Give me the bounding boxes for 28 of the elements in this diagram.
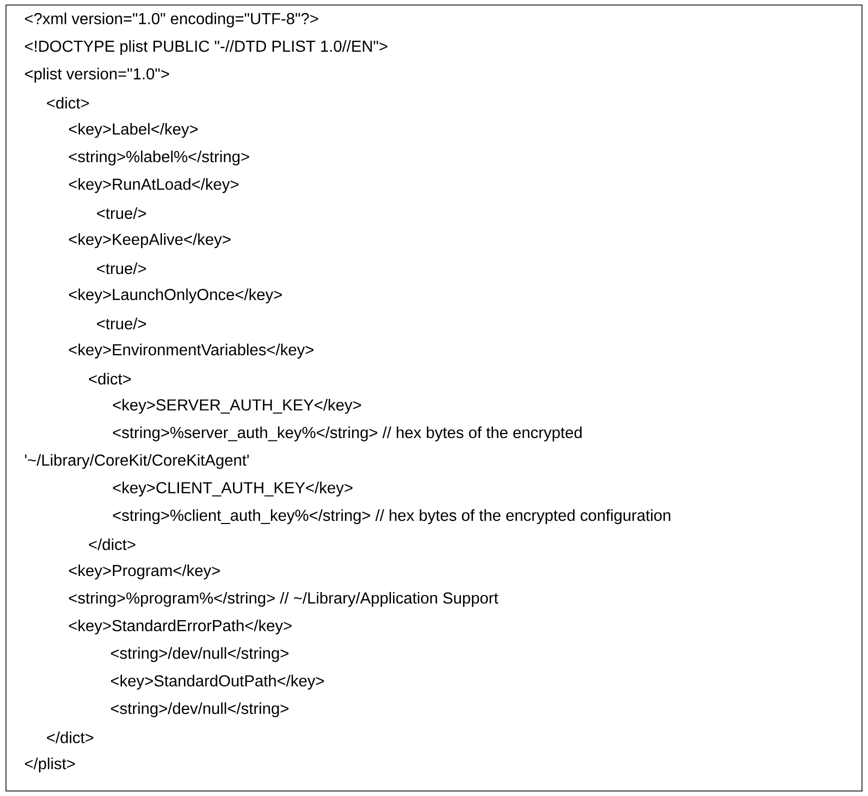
code-line: <string>%label%</string>	[69, 150, 250, 166]
code-line: </dict>	[89, 538, 136, 550]
code-line: <key>EnvironmentVariables</key>	[69, 344, 314, 359]
code-line: <key>KeepAlive</key>	[69, 233, 230, 248]
code-line: <dict>	[47, 96, 89, 109]
code-line: <key>SERVER_AUTH_KEY</key>	[113, 398, 361, 414]
code-line: <string>%program%</string> // ~/Library/Application Support	[69, 592, 498, 607]
code-line: <key>LaunchOnlyOnce</key>	[69, 288, 282, 304]
code-line: <string>%client_auth_key%</string> // hex bytes of the encrypted configuration	[113, 509, 670, 524]
code-line: <key>Label</key>	[69, 122, 198, 138]
code-line: <string>/dev/null</string>	[111, 702, 288, 718]
code-line: </plist>	[25, 758, 75, 772]
code-line: <key>RunAtLoad</key>	[69, 178, 238, 194]
code-line: <key>Program</key>	[69, 564, 220, 580]
code-line: <?xml version="1.0" encoding="UTF-8"?>	[25, 12, 318, 28]
code-line: <key>StandardErrorPath</key>	[69, 620, 292, 634]
code-line: <dict>	[89, 372, 131, 385]
code-line: <key>CLIENT_AUTH_KEY</key>	[113, 482, 352, 497]
code-line: <plist version="1.0">	[25, 68, 169, 83]
code-line: <string>/dev/null</string>	[111, 647, 288, 662]
code-line: <true/>	[97, 207, 146, 219]
code-line: </dict>	[47, 732, 94, 744]
code-line: <!DOCTYPE plist PUBLIC "-//DTD PLIST 1.0//EN">	[25, 40, 388, 56]
code-line: <key>StandardOutPath</key>	[111, 674, 324, 690]
code-line: <true/>	[97, 262, 146, 274]
code-line: <string>%server_auth_key%</string> // hex bytes of the encrypted	[113, 426, 582, 442]
code-line: '~/Library/CoreKit/CoreKitAgent'	[25, 454, 249, 469]
code-line: <true/>	[97, 318, 146, 330]
